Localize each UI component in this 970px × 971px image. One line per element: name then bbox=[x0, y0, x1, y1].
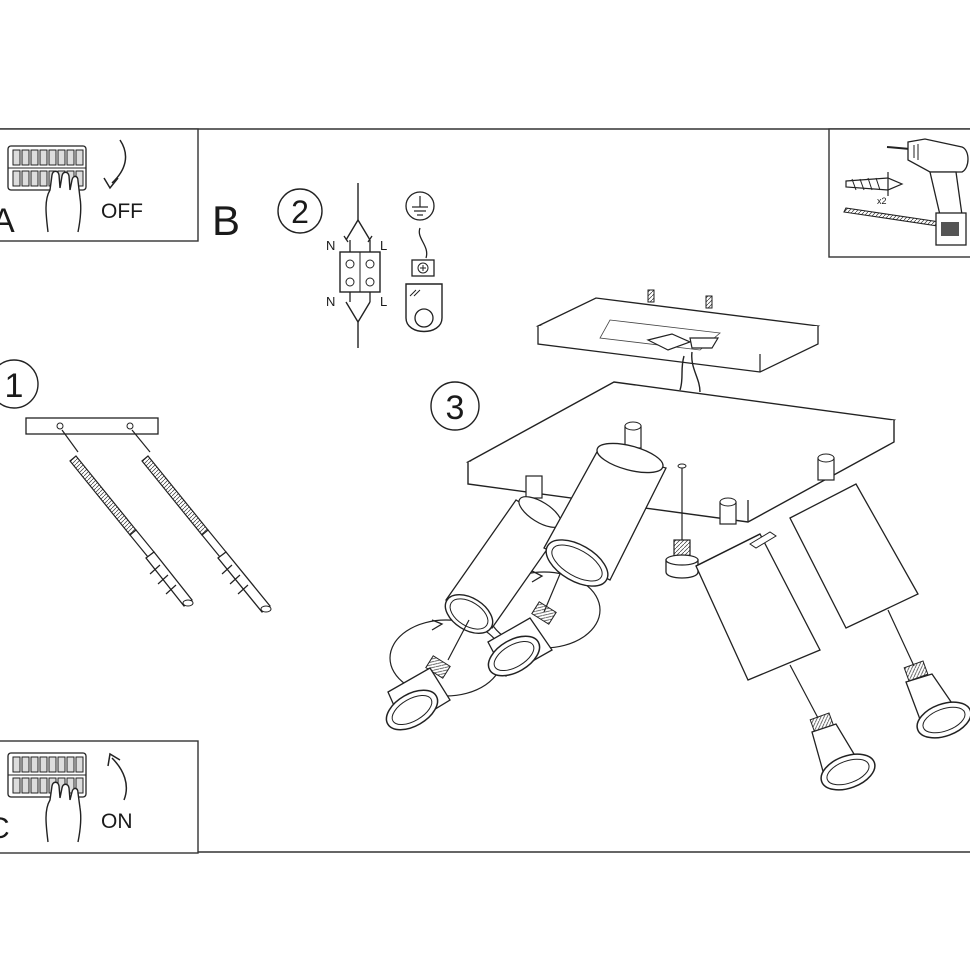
bulb-2 bbox=[487, 601, 557, 677]
arrow-down-icon bbox=[111, 139, 127, 184]
ground-terminal-diagram bbox=[405, 191, 443, 333]
svg-text:1: 1 bbox=[5, 367, 24, 405]
screw-anchor-right bbox=[131, 429, 272, 613]
spotlight-2 bbox=[543, 421, 667, 613]
bulb-4 bbox=[903, 660, 970, 739]
spotlight-3 bbox=[695, 497, 821, 719]
tools-panel: x2 bbox=[828, 128, 970, 258]
wire-label-neutral-bottom: N bbox=[326, 294, 335, 309]
bulb-3 bbox=[809, 712, 876, 791]
mounting-bar bbox=[25, 417, 159, 435]
svg-text:3: 3 bbox=[446, 389, 465, 427]
svg-text:2: 2 bbox=[291, 194, 309, 230]
arrow-up-icon bbox=[111, 757, 128, 801]
power-off-panel-letter: A bbox=[0, 202, 15, 240]
wire-label-neutral-top: N bbox=[326, 238, 335, 253]
supply-cable bbox=[679, 351, 701, 393]
power-off-panel: A OFF bbox=[0, 128, 199, 242]
ceiling-mounting-plate bbox=[535, 289, 821, 373]
step-b-label: B bbox=[212, 197, 240, 244]
drill-icon bbox=[886, 138, 969, 246]
power-off-label: OFF bbox=[101, 200, 143, 223]
step-3-marker: 3 bbox=[430, 381, 480, 431]
step-2-marker: 2 bbox=[277, 188, 323, 234]
step-1-marker: 1 bbox=[0, 359, 39, 409]
power-on-label: ON bbox=[101, 810, 133, 833]
center-screw bbox=[665, 463, 699, 579]
power-on-panel: C ON bbox=[0, 740, 199, 854]
spotlight-4 bbox=[789, 453, 919, 667]
hand-icon bbox=[45, 170, 82, 233]
wall-plug-icon bbox=[845, 172, 904, 196]
screw-anchor-left bbox=[61, 429, 194, 607]
wire-label-live-bottom: L bbox=[380, 294, 387, 309]
terminal-block-diagram bbox=[339, 183, 381, 348]
power-on-panel-letter: C bbox=[0, 812, 10, 845]
bulb-1 bbox=[385, 655, 451, 731]
anchor-quantity: x2 bbox=[877, 196, 887, 206]
hand-icon bbox=[45, 781, 82, 843]
spotlight-1 bbox=[444, 475, 563, 661]
wire-label-live-top: L bbox=[380, 238, 387, 253]
